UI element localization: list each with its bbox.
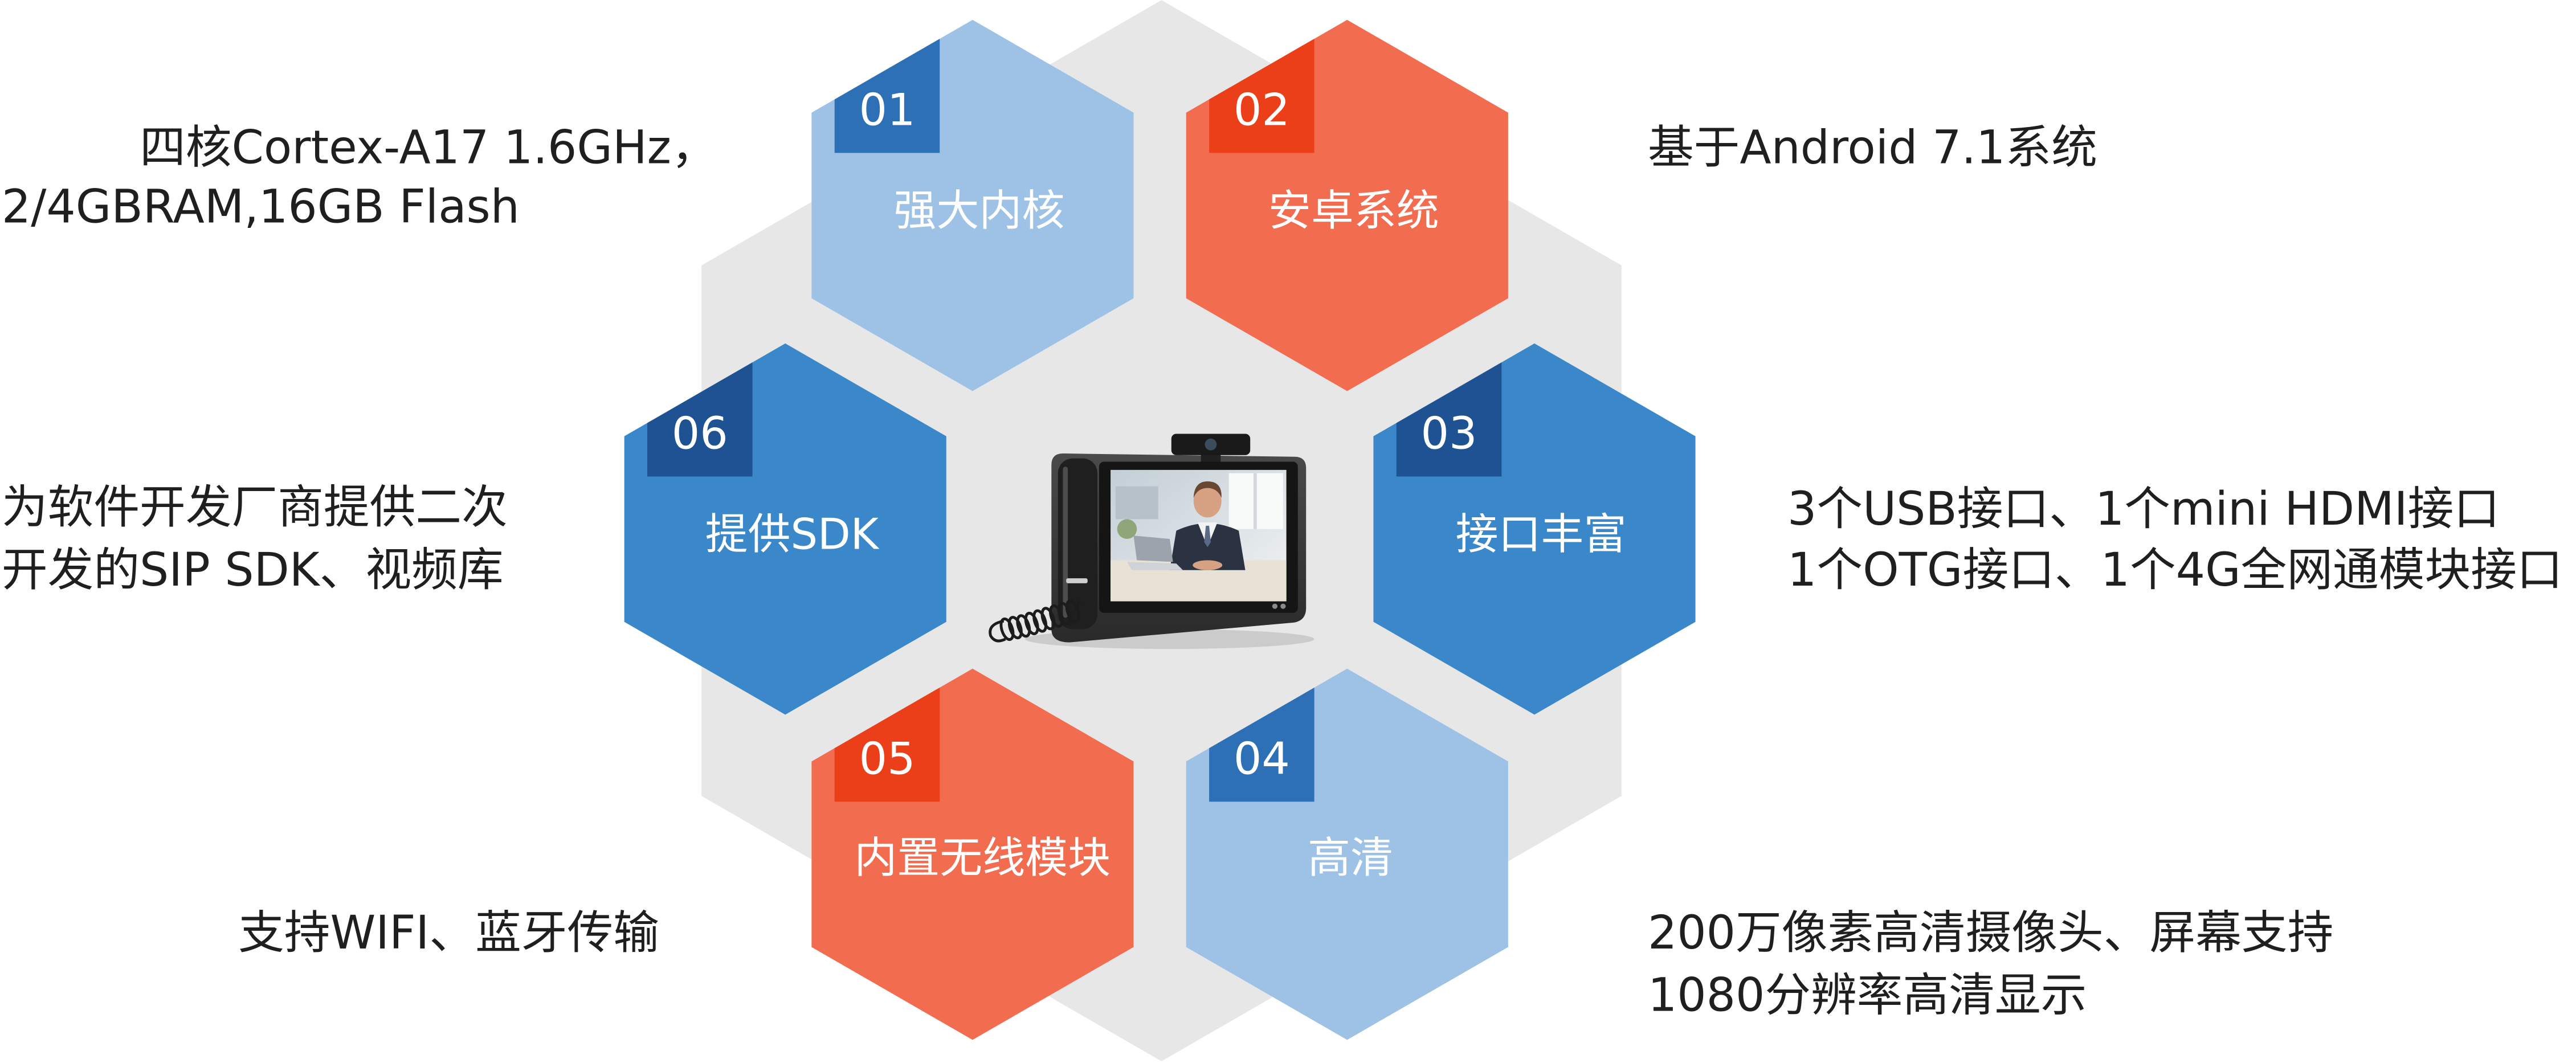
person-hair (1193, 481, 1222, 498)
description-01-line-1: 四核Cortex-A17 1.6GHz， (140, 121, 717, 175)
cord-coil (999, 618, 1015, 641)
description-03-line-2: 1个OTG接口、1个4G全网通模块接口 (1787, 543, 2563, 597)
feature-05-number: 05 (859, 733, 915, 784)
laptop-lid (1133, 535, 1173, 562)
handset-highlight (1063, 467, 1068, 618)
coiled-cord (989, 599, 1081, 643)
feature-hex-04: 04 高清 (1186, 668, 1508, 1040)
description-01-line-2: 2/4GBRAM,16GB Flash (2, 181, 520, 234)
description-02: 基于Android 7.1系统 (1648, 121, 2097, 175)
webcam-lens (1205, 438, 1217, 451)
feature-03-number: 03 (1421, 408, 1477, 459)
cord-coil (1048, 604, 1064, 628)
person-hands (1193, 560, 1223, 570)
description-06: 为软件开发厂商提供二次 开发的SIP SDK、视频库 (2, 481, 508, 597)
cord-coil (1016, 614, 1031, 638)
on-screen-laptop (1126, 535, 1183, 570)
feature-01-label: 强大内核 (894, 185, 1065, 235)
person-head (1193, 484, 1222, 518)
description-04-line-1: 200万像素高清摄像头、屏幕支持 (1648, 906, 2333, 960)
feature-04-label: 高清 (1308, 832, 1393, 882)
description-05-line-1: 支持WIFI、蓝牙传输 (238, 906, 659, 960)
phone-logo-mark (1066, 578, 1088, 583)
feature-03-label: 接口丰富 (1456, 509, 1627, 559)
phone-button (1272, 603, 1278, 609)
feature-06-number: 06 (672, 408, 728, 459)
screen-window-frame (1253, 473, 1257, 529)
description-05: 支持WIFI、蓝牙传输 (238, 906, 659, 960)
feature-hex-06: 06 提供SDK (624, 343, 946, 715)
cord-coil (1057, 602, 1072, 625)
feature-06-label: 提供SDK (705, 509, 880, 559)
description-04-line-2: 1080分辨率高清显示 (1648, 969, 2087, 1023)
cord-coil (1007, 616, 1023, 640)
description-03-line-1: 3个USB接口、1个mini HDMI接口 (1787, 483, 2500, 536)
cord-end-loop (989, 619, 1006, 643)
cord-coil (1032, 609, 1048, 633)
phone-button (1280, 603, 1286, 609)
description-01: 四核Cortex-A17 1.6GHz， 2/4GBRAM,16GB Flash (2, 121, 717, 234)
feature-04-number: 04 (1234, 733, 1290, 784)
webcam (1171, 434, 1251, 462)
feature-hex-02: 02 安卓系统 (1186, 19, 1508, 391)
cord-coil (1040, 607, 1056, 631)
description-06-line-2: 开发的SIP SDK、视频库 (2, 543, 504, 597)
description-04: 200万像素高清摄像头、屏幕支持 1080分辨率高清显示 (1648, 906, 2333, 1023)
feature-02-number: 02 (1234, 84, 1290, 136)
person-tie (1204, 525, 1211, 547)
screen-wall-shelf (1115, 486, 1158, 520)
description-03: 3个USB接口、1个mini HDMI接口 1个OTG接口、1个4G全网通模块接… (1787, 483, 2563, 597)
laptop-base (1126, 562, 1183, 570)
screen-plant (1117, 519, 1137, 539)
feature-hex-05: 05 内置无线模块 (811, 668, 1134, 1040)
description-02-line-1: 基于Android 7.1系统 (1648, 121, 2097, 175)
cord-coil (1024, 611, 1039, 635)
feature-05-label: 内置无线模块 (854, 832, 1111, 882)
on-screen-person (1169, 481, 1246, 570)
description-06-line-1: 为软件开发厂商提供二次 (2, 481, 508, 534)
cord-coil (1065, 599, 1080, 623)
video-phone-icon (989, 434, 1314, 649)
phone-screen (1111, 469, 1287, 602)
feature-01-number: 01 (859, 84, 915, 136)
feature-02-label: 安卓系统 (1268, 185, 1439, 235)
